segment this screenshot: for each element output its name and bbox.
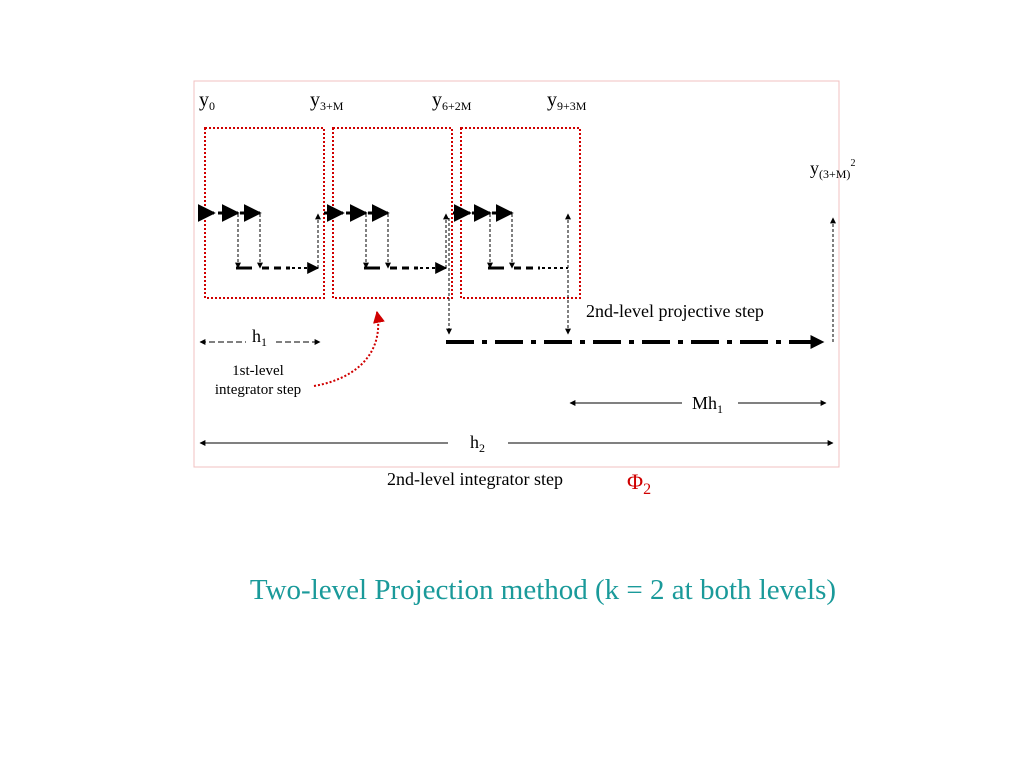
label-second-projective: 2nd-level projective step <box>586 301 764 321</box>
diagram-frame <box>193 80 840 468</box>
label-ytop: y(3+M)2 <box>810 158 856 181</box>
label-h2: h2 <box>470 432 485 455</box>
label-y3m: y3+M <box>310 89 344 113</box>
label-y6m: y6+2M <box>432 89 472 113</box>
caption: Two-level Projection method (k = 2 at bo… <box>249 574 837 606</box>
pointer-to-box <box>313 310 385 387</box>
box-2-steps <box>324 204 449 274</box>
box-1-steps <box>197 204 321 274</box>
label-mh1: Mh1 <box>692 393 724 416</box>
box-3-steps <box>453 204 571 270</box>
label-y9m: y9+3M <box>547 89 587 113</box>
label-phi2: Φ2 <box>627 469 652 498</box>
label-second-integrator: 2nd-level integrator step <box>387 469 563 489</box>
label-first-level: 1st-level integrator step <box>214 363 302 398</box>
label-h1: h1 <box>252 326 267 349</box>
label-y0: y0 <box>199 89 215 113</box>
